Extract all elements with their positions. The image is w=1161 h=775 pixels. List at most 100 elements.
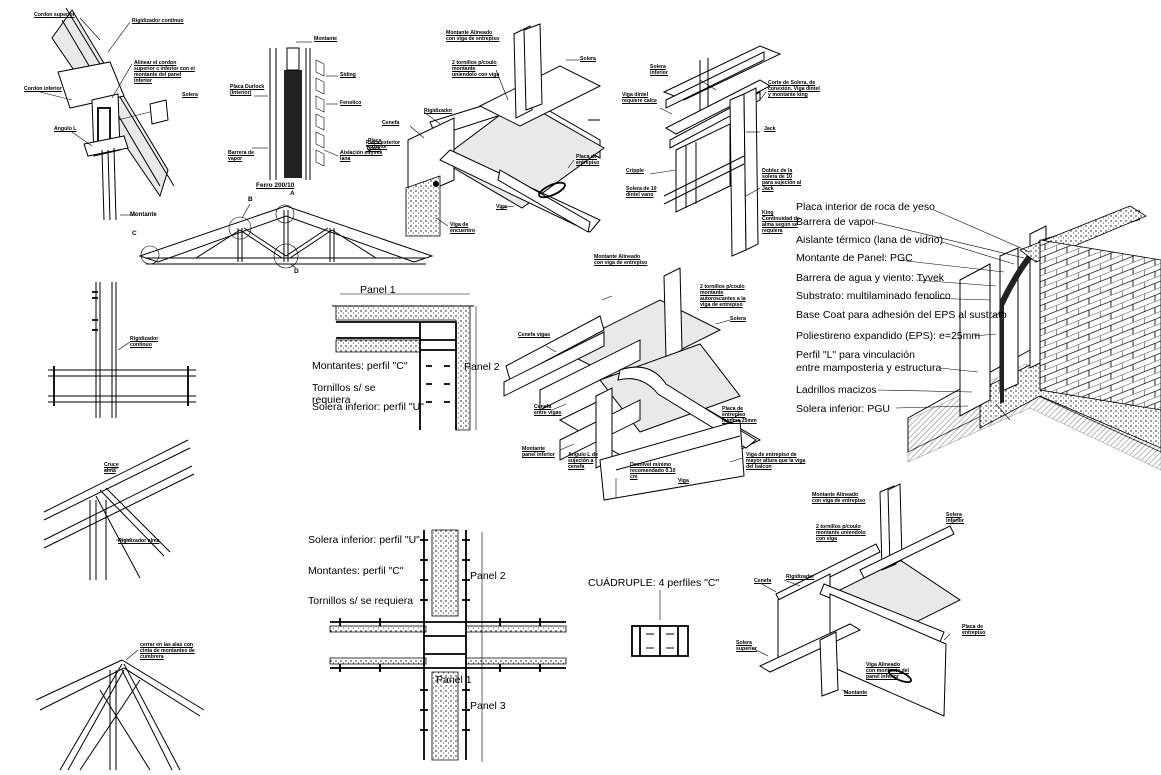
label-sd-rigidizador: Rigidizador continuo	[130, 336, 159, 348]
legend-item-4: Montante de Panel: PGC	[796, 252, 913, 264]
legend-item-1: Placa interior de roca de yeso	[796, 201, 935, 213]
label-jt-viga: Viga	[496, 204, 507, 210]
plan-bottom-panel2: Panel 2	[470, 570, 506, 582]
truss-letter-c: C	[132, 230, 137, 237]
label-cordon-inferior: Cordon inferior	[24, 86, 62, 92]
plan-bottom-montantes: Montantes: perfil "C"	[308, 565, 404, 577]
cuadruple-profile	[631, 590, 689, 657]
legend-leaders	[873, 209, 1031, 409]
label-br-solera-sup: Solera superior	[736, 640, 757, 652]
label-cj-angulo: Angulo L de sujeción a cenefa	[568, 452, 598, 470]
label-ws-fenolico: Fenolico	[340, 100, 362, 106]
label-ws-montante: Montante	[314, 36, 338, 42]
legend-item-5: Barrera de agua y viento: Tyvek	[796, 272, 945, 284]
label-br-placa: Placa de entrepiso	[962, 624, 986, 636]
label-sd-cruce: Cruce alma	[104, 462, 119, 474]
ridge-detail	[35, 649, 205, 771]
roof-truss-elevation	[138, 203, 434, 269]
truss-connection-detail	[39, 7, 175, 221]
stud-joint-detail	[48, 282, 196, 418]
window-opening-detail	[649, 45, 782, 257]
label-angulo: Angulo L	[54, 126, 77, 132]
plan-top-tornillos-2: requiera	[312, 394, 351, 406]
label-br-rigidizador: Rigidizador	[786, 574, 815, 580]
legend-item-8: Poliestireno expandido (EPS): e=25mm	[796, 330, 981, 342]
label-jt-viga-encuentro: Viga de encuentro	[450, 222, 476, 234]
label-br-tornillos: 2 tornillos p/coulo montante uniendolo c…	[816, 524, 866, 542]
label-cj-cenefa-viga: Cenefa vigas	[518, 332, 551, 338]
legend-item-2: Barrera de vapor	[796, 216, 875, 228]
label-cj-placa: Placa de entrepiso mínima 25mm	[722, 406, 757, 424]
truss-letter-a: A	[290, 190, 295, 197]
label-wd-continuidad: Continuidad de alma según se requiera	[762, 216, 800, 234]
label-rigidizador: Rigidizador continuo	[132, 18, 184, 24]
joist-connection-detail-bottom	[751, 483, 961, 717]
label-wd-jack: Jack	[764, 126, 776, 132]
truss-letter-d: D	[294, 268, 299, 275]
plan-top-panel2: Panel 2	[464, 361, 500, 373]
label-jt-solera: Solera	[580, 56, 596, 62]
label-solera: Solera	[182, 92, 198, 98]
label-wd-viga-dintel: Viga dintel requiere calce	[622, 92, 657, 104]
label-jt-montante: Montante Alineado con viga de entrepiso	[446, 30, 500, 42]
label-wd-solera-ventana: Solera de 10 dintel vano	[626, 186, 657, 198]
label-wd-king: King	[762, 210, 774, 216]
label-br-cenefa: Cenefa	[754, 578, 772, 584]
wall-plan-bottom	[329, 529, 567, 762]
label-jt-cenefa: Cenefa	[382, 120, 400, 126]
plan-top-tornillos: Tornillos s/ se	[312, 382, 376, 394]
label-jt-placa: Placa exterior Tyvek	[368, 138, 388, 156]
label-cj-montante: Montante Alineado con viga de entrepiso	[594, 254, 648, 266]
label-ws-aislacion: Aislación en lana	[340, 150, 371, 162]
plan-bottom-solera: Solera inferior: perfil "U"	[308, 534, 420, 546]
legend-item-10: entre mamposteria y estructura	[796, 362, 942, 374]
label-jt-placa-entrepiso: Placa de entrepiso	[576, 154, 600, 166]
wall-plan-top	[332, 293, 477, 431]
legend-item-7: Base Coat para adhesión del EPS al sustr…	[796, 309, 1007, 321]
masonry-wall-section	[907, 205, 1161, 471]
label-br-montante: Montante Alineado con viga de entrepiso	[812, 492, 866, 504]
label-ws-title: Ferro 200/10	[256, 182, 295, 189]
label-br-viga: Viga Alineado con montante del panel inf…	[866, 662, 909, 680]
label-br-montante2: Montante	[844, 690, 868, 696]
label-cordon-superior: Cordon superior	[34, 12, 75, 18]
legend-item-9: Perfil "L" para vinculación	[796, 349, 915, 361]
cuadruple-title: CUÁDRUPLE: 4 perfiles "C"	[588, 577, 720, 589]
label-cj-desnivel: Desnivel mínimo recomendado 0.10 cm	[630, 462, 676, 480]
wall-section-detail	[252, 41, 339, 180]
legend-item-6: Substrato: multilaminado fenolico	[796, 290, 951, 302]
plan-bottom-panel3: Panel 3	[470, 700, 506, 712]
label-cj-montante-panel: Montante panel inferior	[522, 446, 555, 458]
label-br-solera-inf: Solera inferior	[946, 512, 964, 524]
legend-item-11: Ladrillos macizos	[796, 384, 877, 396]
truss-letter-b: B	[248, 196, 253, 203]
legend-item-12: Solera inferior: PGU	[796, 403, 890, 415]
label-cj-tornillos: 2 tornillos p/coulo montante autoroscant…	[700, 284, 746, 308]
label-wd-doblez: Doblez de la solera de 10 para sujeción …	[762, 168, 802, 192]
label-montante: Montante	[130, 212, 157, 218]
label-sd-cerrar: cerrar en las alas con cinta de montante…	[140, 642, 195, 660]
truss-cross-detail	[43, 439, 195, 580]
plan-bottom-tornillos: Tornillos s/ se requiera	[308, 595, 414, 607]
label-cj-solera: Solera	[730, 316, 746, 322]
label-sd-rigid2: Rigidizador alma	[118, 538, 160, 544]
label-cj-viga2: Viga	[678, 478, 689, 484]
label-cj-viga: Viga de entrepiso de mayor altura que la…	[746, 452, 806, 470]
plan-bottom-panel1: Panel 1	[436, 674, 472, 686]
plan-top-solera: Solera inferior: perfil "U"	[312, 401, 424, 413]
plan-top-panel1: Panel 1	[360, 284, 396, 296]
label-wd-cripple: Cripple	[626, 168, 644, 174]
label-wd-solera: Solera inferior	[650, 64, 668, 76]
label-jt-tornillos: 2 tornillos p/coulo montante uniendolo c…	[452, 60, 500, 78]
label-ws-siding: Siding	[340, 72, 356, 78]
label-wd-corte: Corte de Solera, de conexión. Viga dinte…	[768, 80, 820, 98]
label-ws-barrera: Barrera de vapor	[228, 150, 254, 162]
joist-connection-detail-center	[503, 267, 762, 501]
legend-item-3: Aislante térmico (lana de vidrio)	[796, 234, 944, 246]
joist-connection-detail-top	[405, 23, 605, 237]
plan-top-montantes: Montantes: perfil "C"	[312, 360, 408, 372]
label-ws-durlock: Placa Durlock (Interior)	[230, 84, 265, 96]
label-alinear: Alinear el cordon superior c inferior co…	[134, 60, 195, 84]
label-jt-rigidizador: Rigidizador	[424, 108, 453, 114]
